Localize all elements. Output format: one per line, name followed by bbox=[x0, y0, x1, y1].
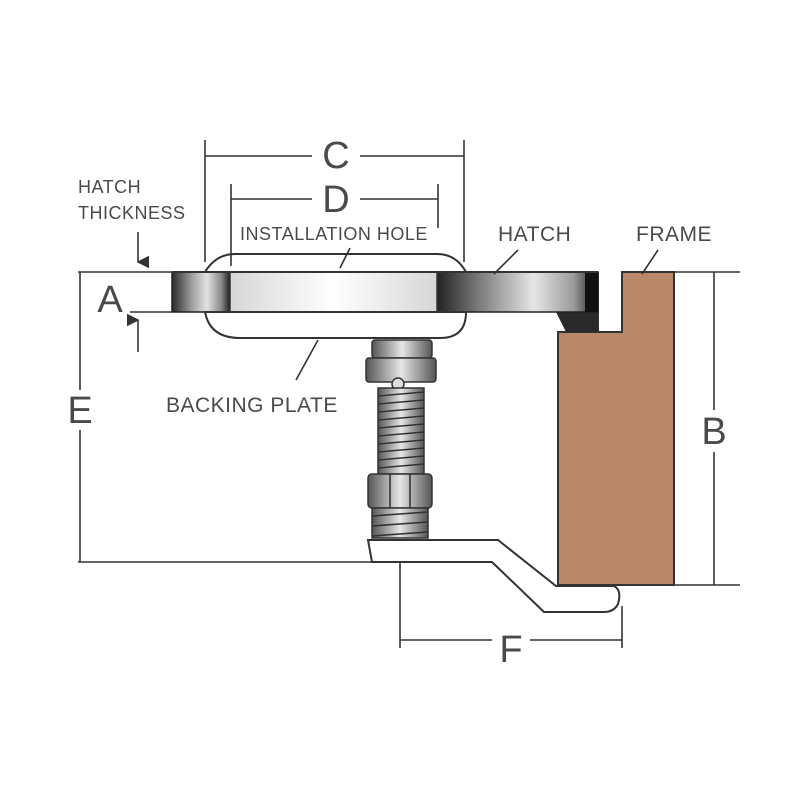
dimension-d: D bbox=[230, 179, 439, 266]
frame-leader bbox=[641, 249, 659, 275]
lens-dome-top bbox=[204, 253, 467, 273]
hatch-thickness-label-line2: THICKNESS bbox=[78, 203, 186, 223]
dimension-c-label: C bbox=[322, 135, 349, 177]
dimension-e: E bbox=[67, 272, 93, 562]
dimension-d-label: D bbox=[322, 179, 349, 221]
clamp-assembly bbox=[365, 339, 621, 613]
hatch-right-ring bbox=[436, 271, 599, 313]
dimension-c: C bbox=[204, 135, 465, 262]
lens-window bbox=[229, 271, 438, 313]
bolt-threads bbox=[377, 391, 425, 469]
dimension-f-label: F bbox=[499, 629, 522, 671]
installation-hole-leader bbox=[339, 247, 351, 269]
frame-label: FRAME bbox=[636, 223, 712, 246]
clamp-bracket bbox=[366, 539, 621, 613]
installation-hole-label: INSTALLATION HOLE bbox=[240, 224, 428, 244]
dimension-e-label: E bbox=[67, 390, 92, 432]
bolt-collar bbox=[371, 339, 433, 359]
bolt-nut-bottom bbox=[367, 473, 433, 509]
backing-plate-label: BACKING PLATE bbox=[166, 394, 338, 417]
backing-plate-leader bbox=[295, 339, 319, 381]
hatch bbox=[171, 253, 599, 339]
dimension-b-label: B bbox=[701, 411, 726, 453]
dimension-f: F bbox=[399, 562, 623, 671]
dimension-a-label: A bbox=[97, 279, 123, 321]
backing-plate-shape bbox=[203, 311, 468, 339]
hatch-label: HATCH bbox=[498, 223, 571, 246]
hatch-right-ring-edge bbox=[585, 272, 598, 312]
hatch-leader bbox=[493, 249, 519, 275]
hatch-left-ring bbox=[171, 271, 231, 313]
hatch-lip bbox=[556, 312, 598, 332]
dimension-b: B bbox=[674, 272, 740, 586]
hatch-thickness-label-line1: HATCH bbox=[78, 177, 141, 197]
